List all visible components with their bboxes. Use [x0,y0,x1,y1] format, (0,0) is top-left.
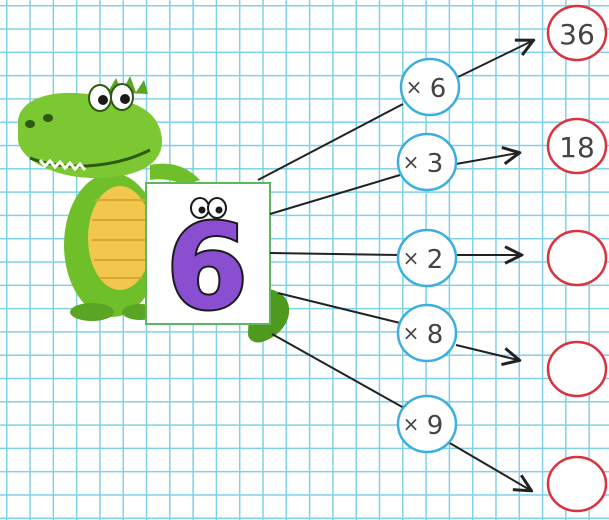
result-value: 36 [559,18,595,51]
operation-sign: × [406,75,423,99]
operation-times-6: × 6 [399,57,461,117]
operation-factor: 8 [427,320,444,350]
operation-sign: × [403,412,420,436]
operation-sign: × [403,150,420,174]
operation-factor: 9 [427,411,444,441]
operation-times-8: × 8 [396,303,458,363]
operation-sign: × [403,246,420,270]
center-number-box: 6 [145,182,271,338]
operation-times-3: × 3 [396,132,458,192]
operation-sign: × [403,321,420,345]
result-circle-4[interactable] [546,340,608,398]
operation-times-2: × 2 [396,228,458,288]
crocodile-illustration [18,76,290,343]
result-arrows [447,41,532,490]
connector-lines [257,103,405,409]
operation-factor: 6 [430,74,447,104]
operation-factor: 3 [427,149,444,179]
result-circle-5[interactable] [546,455,608,513]
result-value: 18 [559,131,595,164]
operation-times-9: × 9 [396,394,458,454]
center-number: 6 [166,198,248,336]
result-circle-2[interactable]: 18 [546,117,608,175]
result-circle-3[interactable] [546,229,608,287]
operation-factor: 2 [427,245,444,275]
result-circles: 36 18 [546,4,608,513]
result-circle-1[interactable]: 36 [546,4,608,62]
operation-circles: × 6 × 3 × 2 × 8 × 9 [396,57,461,454]
